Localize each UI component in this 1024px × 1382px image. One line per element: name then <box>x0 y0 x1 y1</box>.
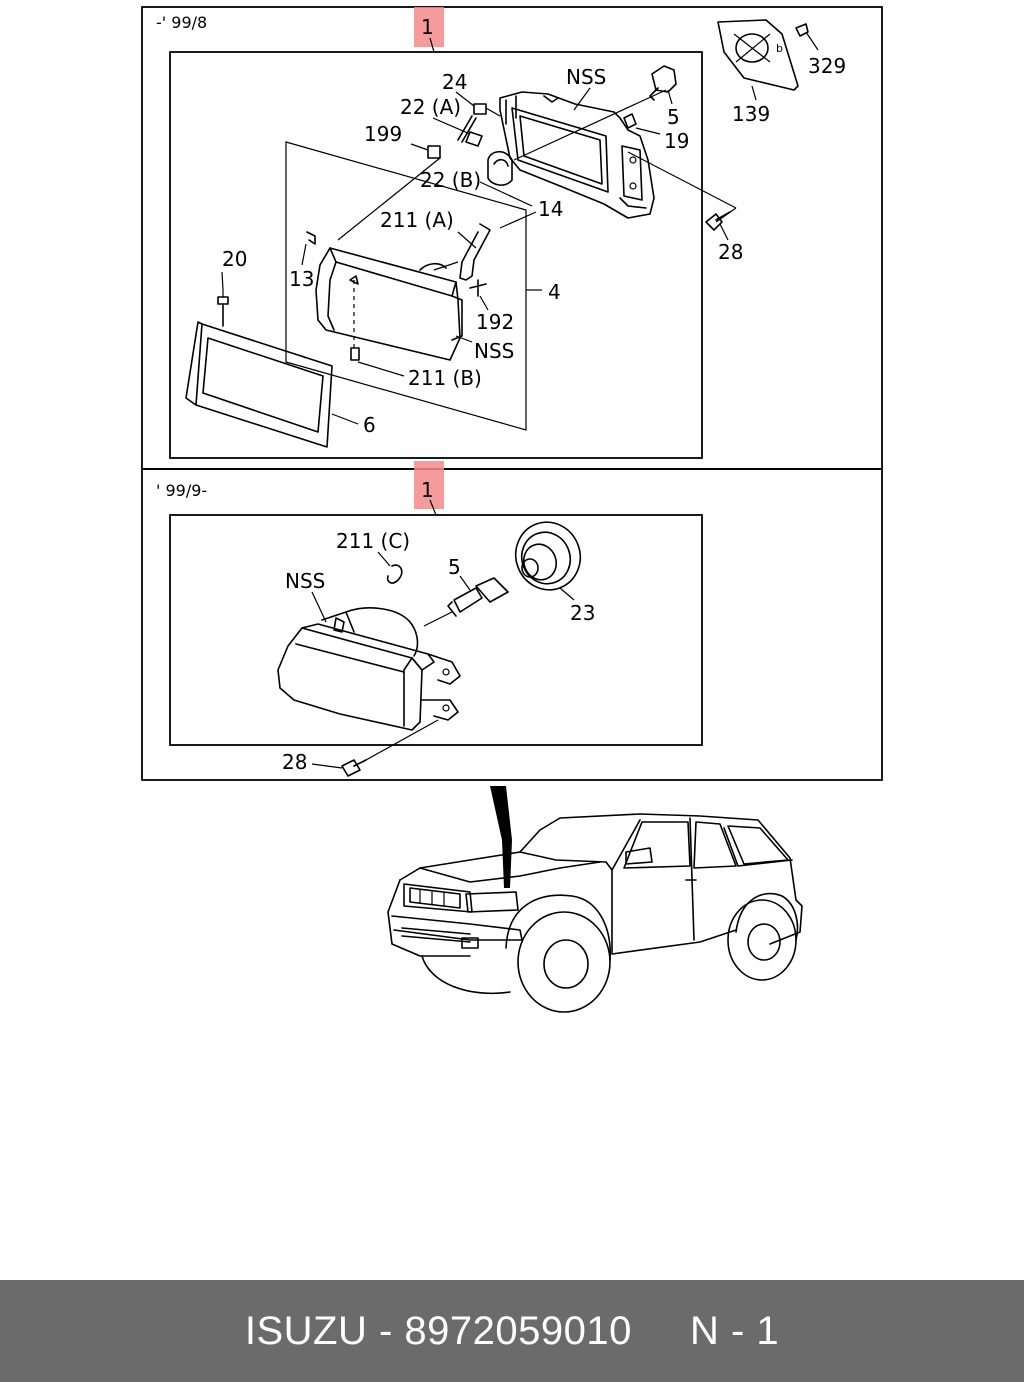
callout-13: 13 <box>289 267 314 291</box>
adjuster-pin-22a <box>457 115 483 147</box>
reference-marker-top: 1 <box>414 7 444 53</box>
footer-part-number: 8972059010 <box>404 1308 632 1353</box>
callout-24: 24 <box>442 70 467 94</box>
top-leaders <box>221 87 737 425</box>
headlamp-unit <box>315 247 463 361</box>
clip-24 <box>473 103 501 117</box>
bulb-5-bottom <box>423 575 509 627</box>
screw-20 <box>217 290 229 327</box>
section-top-range: -' 99/8 <box>156 13 207 32</box>
clip-211c <box>377 551 403 584</box>
callout-28-bottom: 28 <box>282 750 307 774</box>
screw-28-top <box>705 211 731 241</box>
reference-marker-bottom: 1 <box>414 461 444 516</box>
dust-cover-139: b <box>717 19 799 101</box>
footer-text: ISUZU - 8972059010 N - 1 <box>245 1309 779 1354</box>
callout-22b: 22 (B) <box>420 168 481 192</box>
callout-20: 20 <box>222 247 247 271</box>
callout-329: 329 <box>808 54 846 78</box>
rod-211a <box>433 223 491 281</box>
screw-28-bottom <box>311 719 439 777</box>
bulb-5-top <box>649 65 677 105</box>
callout-211a: 211 (A) <box>380 208 454 232</box>
headlamp-housing-bracket <box>499 91 655 219</box>
callout-192: 192 <box>476 310 514 334</box>
svg-text:1: 1 <box>421 15 434 39</box>
callout-nss-later: NSS <box>285 569 325 593</box>
callout-199: 199 <box>364 122 402 146</box>
nut-199 <box>410 143 441 159</box>
section-bottom: ' 99/9- 1 <box>141 461 883 781</box>
footer-gap <box>632 1309 690 1353</box>
callout-23: 23 <box>570 601 595 625</box>
callout-6: 6 <box>363 413 376 437</box>
callout-19: 19 <box>664 129 689 153</box>
footer-page: N - 1 <box>689 1308 780 1353</box>
callout-139: 139 <box>732 102 770 126</box>
footer-brand: ISUZU <box>244 1308 368 1353</box>
callout-22a: 22 (A) <box>400 95 461 119</box>
headlamp-bezel <box>185 321 333 448</box>
callout-nss-housing: NSS <box>566 65 606 89</box>
vehicle-illustration <box>387 786 803 1013</box>
callout-5-top: 5 <box>667 105 680 129</box>
callout-14: 14 <box>538 197 563 221</box>
callout-211c: 211 (C) <box>336 529 410 553</box>
callout-nss-lamp: NSS <box>474 339 514 363</box>
callout-5-bottom: 5 <box>448 555 461 579</box>
callout-28-top: 28 <box>718 240 743 264</box>
section-bottom-range: ' 99/9- <box>156 481 207 500</box>
section-top: -' 99/8 1 <box>141 6 883 470</box>
callout-211b: 211 (B) <box>408 366 482 390</box>
headlamp-unit-later <box>277 607 461 731</box>
clamp-22b <box>487 150 513 186</box>
clip-13 <box>301 231 316 266</box>
svg-text:1: 1 <box>421 478 434 502</box>
callout-4: 4 <box>548 280 561 304</box>
screw-329 <box>795 23 819 51</box>
footer-bar: ISUZU - 8972059010 N - 1 <box>0 1280 1024 1382</box>
svg-text:b: b <box>776 42 783 55</box>
clip-19 <box>623 113 637 129</box>
parts-diagram: -' 99/8 1 ' 99/9- 1 <box>141 6 883 1013</box>
screw-192 <box>469 279 489 311</box>
dust-cap-23 <box>514 521 582 601</box>
location-pointer <box>490 786 512 888</box>
headlamp-assembly-outline <box>285 141 527 431</box>
footer-separator: - <box>367 1308 405 1353</box>
